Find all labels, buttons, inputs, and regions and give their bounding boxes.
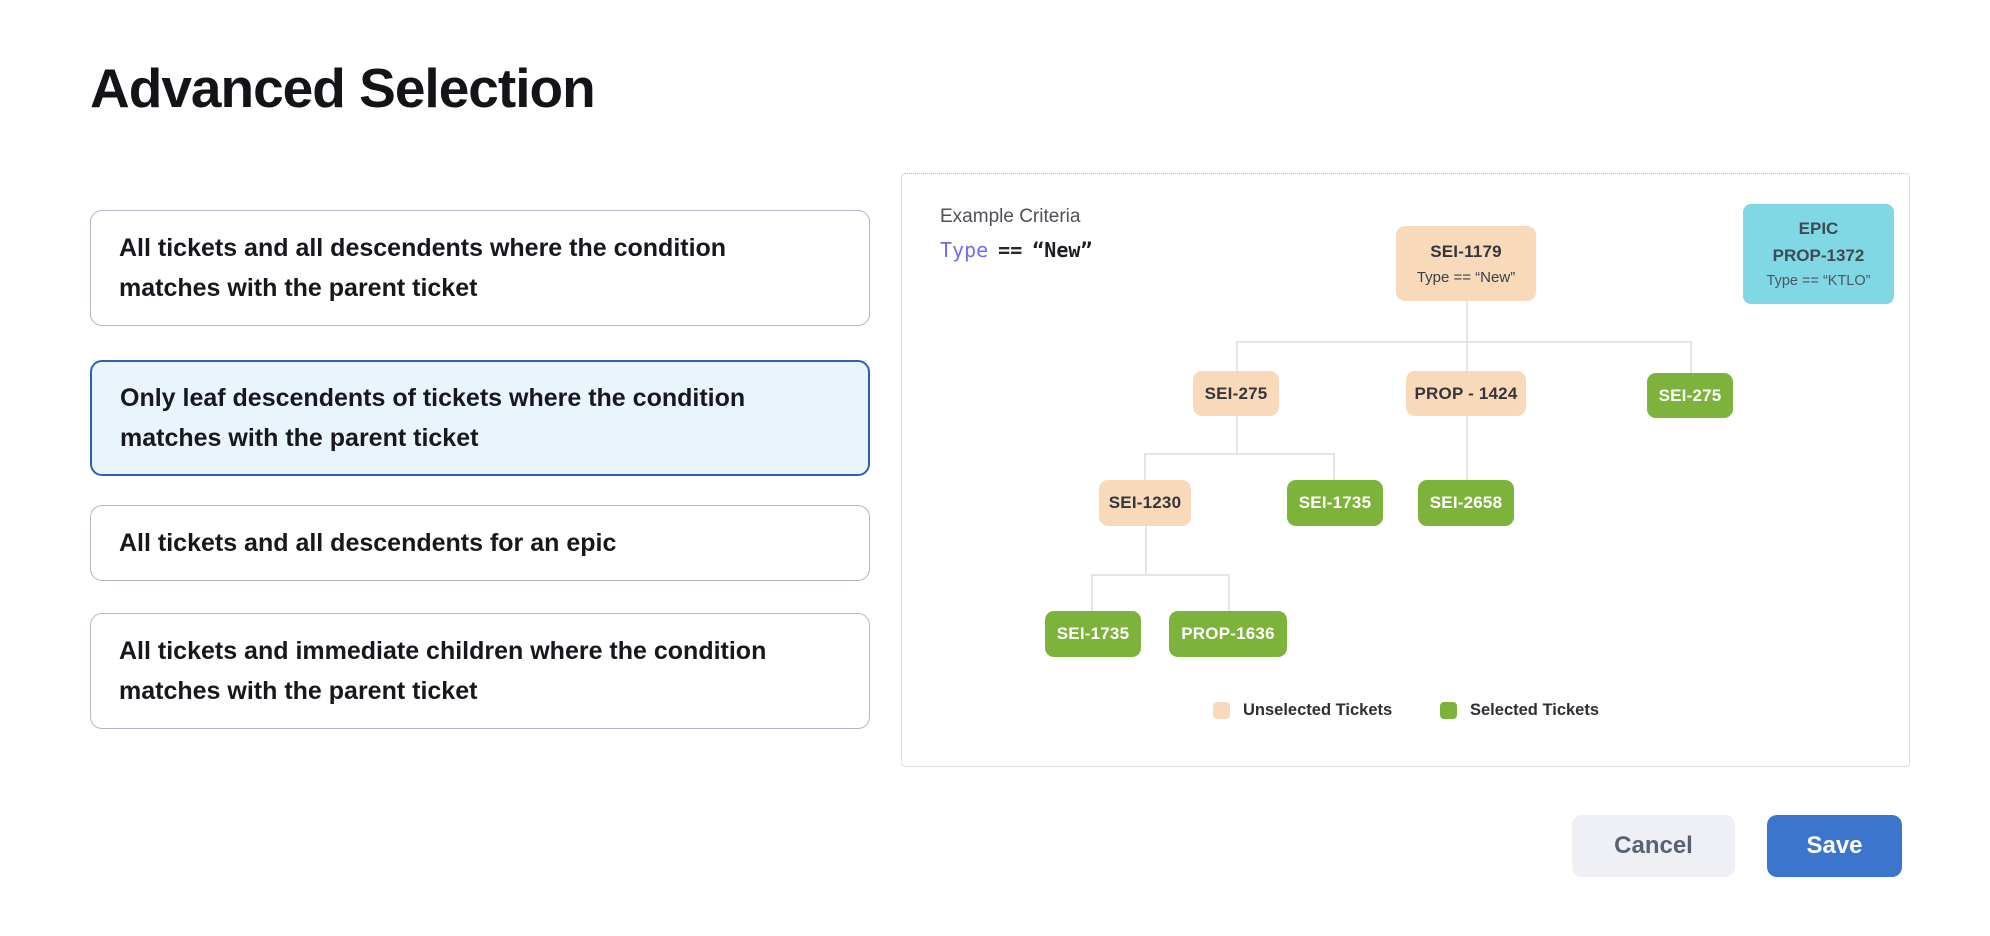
example-criteria-heading: Example Criteria (940, 206, 1081, 227)
save-button[interactable]: Save (1767, 815, 1902, 877)
legend-unselected: Unselected Tickets (1213, 701, 1392, 720)
tree-node-label: PROP - 1424 (1414, 383, 1518, 403)
legend-label: Unselected Tickets (1243, 701, 1393, 719)
tree-node: SEI-275 (1647, 373, 1733, 418)
option-immediate-children[interactable]: All tickets and immediate children where… (90, 613, 870, 729)
connector-line (1466, 301, 1468, 341)
legend-selected: Selected Tickets (1440, 701, 1599, 720)
legend-swatch-unselected (1213, 702, 1230, 719)
example-criteria-panel: Example Criteria Type == “New” EPIC PROP-1… (901, 173, 1910, 767)
criteria-expression: Type == “New” (940, 238, 1092, 262)
connector-line (1091, 574, 1093, 611)
tree-node-label: SEI-2658 (1429, 493, 1503, 512)
epic-card-type: EPIC (1798, 219, 1839, 238)
option-only-leaf-descendents[interactable]: Only leaf descendents of tickets where t… (90, 360, 870, 476)
tree-node: PROP - 1424 (1406, 371, 1526, 416)
option-label: All tickets and immediate children where… (119, 637, 767, 705)
tree-node-label: PROP-1636 (1181, 624, 1275, 643)
tree-node-label: SEI-275 (1658, 385, 1722, 405)
tree-node: SEI-2658 (1418, 480, 1514, 526)
tree-node-label: SEI-1735 (1056, 624, 1130, 643)
legend-label: Selected Tickets (1470, 701, 1600, 719)
epic-card-condition: Type == “KTLO” (1766, 273, 1871, 289)
legend-swatch-selected (1440, 702, 1457, 719)
option-all-tickets-all-descendents[interactable]: All tickets and all descendents where th… (90, 210, 870, 326)
epic-card: EPIC PROP-1372 Type == “KTLO” (1743, 204, 1894, 304)
connector-line (1236, 341, 1238, 371)
tree-node: SEI-1230 (1099, 480, 1191, 526)
epic-card-id: PROP-1372 (1772, 246, 1865, 265)
connector-line (1333, 453, 1335, 480)
connector-line (1145, 526, 1147, 574)
tree-node-root: SEI-1179 Type == “New” (1396, 226, 1536, 301)
option-label: All tickets and all descendents for an e… (119, 529, 617, 557)
connector-line (1466, 416, 1468, 480)
option-label: Only leaf descendents of tickets where t… (120, 384, 746, 452)
tree-node: SEI-275 (1193, 371, 1279, 416)
connector-line (1228, 574, 1230, 611)
tree-node: SEI-1735 (1287, 480, 1383, 526)
criteria-field: Type (940, 238, 989, 262)
tree-node: PROP-1636 (1169, 611, 1287, 657)
tree-node-label: SEI-1735 (1298, 493, 1372, 512)
tree-node-condition: Type == “New” (1416, 268, 1516, 286)
criteria-operator: == (998, 238, 1023, 262)
connector-line (1144, 453, 1146, 480)
option-label: All tickets and all descendents where th… (119, 234, 727, 302)
criteria-value: “New” (1032, 238, 1093, 262)
page-title: Advanced Selection (90, 57, 596, 119)
cancel-button[interactable]: Cancel (1572, 815, 1735, 877)
connector-line (1236, 341, 1690, 343)
option-all-descendents-epic[interactable]: All tickets and all descendents for an e… (90, 505, 870, 581)
tree-node-label: SEI-275 (1204, 383, 1268, 403)
connector-line (1466, 341, 1468, 371)
connector-line (1091, 574, 1228, 576)
tree-node: SEI-1735 (1045, 611, 1141, 657)
connector-line (1690, 341, 1692, 373)
connector-line (1236, 416, 1238, 453)
connector-line (1144, 453, 1333, 455)
tree-node-label: SEI-1179 (1430, 241, 1502, 261)
tree-node-label: SEI-1230 (1108, 493, 1182, 512)
